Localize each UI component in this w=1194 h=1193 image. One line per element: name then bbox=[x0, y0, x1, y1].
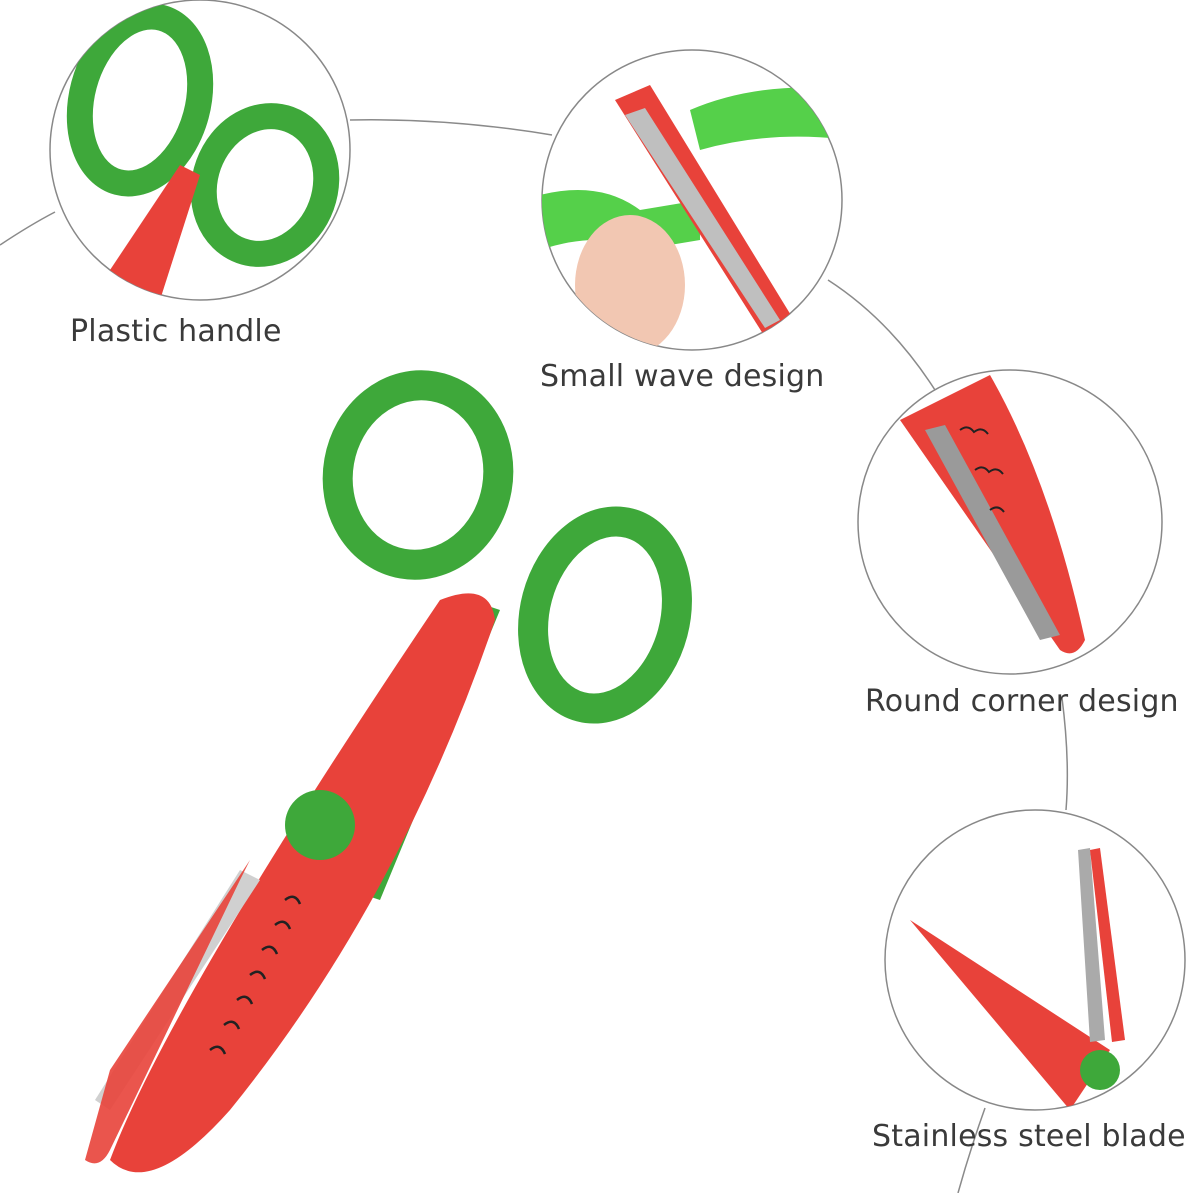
callout-label-round-corner: Round corner design bbox=[865, 684, 1179, 719]
main-scissors bbox=[85, 370, 692, 1173]
connector-lines bbox=[0, 119, 1069, 1193]
callout-label-small-wave: Small wave design bbox=[540, 359, 825, 394]
callout-label-plastic-handle: Plastic handle bbox=[70, 314, 282, 349]
detail-plastic-handle bbox=[49, 0, 351, 301]
detail-small-wave bbox=[541, 49, 843, 351]
detail-round-corner bbox=[857, 369, 1163, 675]
callout-label-stainless-blade: Stainless steel blade bbox=[872, 1119, 1186, 1154]
detail-stainless-blade bbox=[884, 809, 1186, 1111]
